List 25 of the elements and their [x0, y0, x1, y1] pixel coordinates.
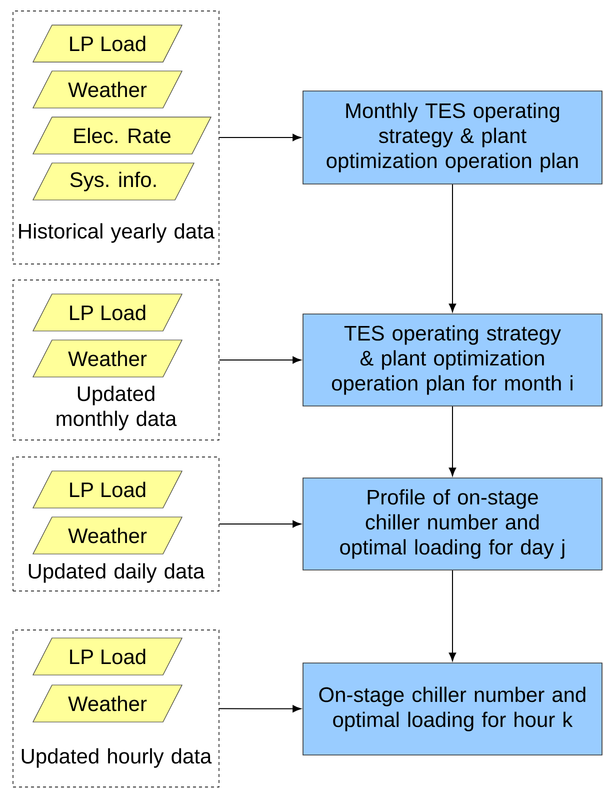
data-parallelogram: LP Load [32, 470, 182, 508]
group-caption: Historical yearly data [19, 223, 215, 243]
data-parallelogram: LP Load [32, 294, 182, 332]
data-parallelogram: Weather [32, 70, 182, 108]
arrow [448, 184, 456, 312]
arrow [448, 406, 456, 476]
arrow [218, 520, 302, 528]
process-box: Profile of on-stage chiller number and optimal loading for day j [302, 478, 602, 570]
group-caption: Updated hourly data [22, 748, 212, 768]
data-parallelogram: Weather [32, 516, 182, 554]
data-parallelogram: LP Load [32, 24, 182, 62]
process-box: TES operating strategy & plant optimization operation plan for month i [302, 314, 602, 406]
arrow [448, 570, 456, 662]
arrow [218, 356, 302, 364]
data-parallelogram: Sys. info. [32, 162, 194, 200]
data-parallelogram: Weather [32, 340, 182, 378]
process-box: On-stage chiller number and optimal loading for hour k [302, 662, 602, 756]
data-parallelogram: LP Load [32, 638, 182, 676]
arrow [218, 134, 302, 142]
group-caption: Updated daily data [28, 563, 205, 583]
process-box: Monthly TES operating strategy & plant optimization operation plan [302, 90, 602, 184]
arrow [218, 705, 302, 712]
data-parallelogram: Weather [32, 684, 182, 722]
data-parallelogram: Elec. Rate [32, 116, 212, 154]
group-caption: Updated monthly data [56, 386, 177, 430]
